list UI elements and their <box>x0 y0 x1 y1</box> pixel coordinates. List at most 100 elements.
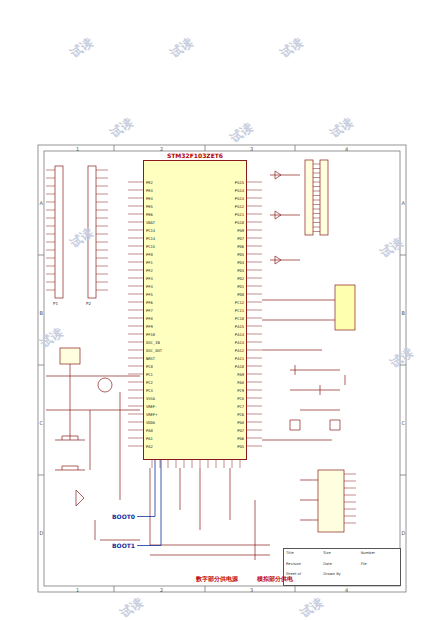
header-pin <box>96 218 108 219</box>
pin-stub <box>247 374 262 375</box>
header-pin <box>313 222 320 223</box>
pin-stub <box>160 460 161 468</box>
pin-name: PF2 <box>146 268 153 273</box>
pin-name: PD3 <box>237 268 244 273</box>
pin-stub <box>247 222 262 223</box>
pin-stub <box>128 270 143 271</box>
wire <box>137 460 155 517</box>
header-pin <box>46 218 55 219</box>
pin-name: PE6 <box>146 212 153 217</box>
pin-stub <box>247 422 262 423</box>
pin-name: PE5 <box>146 204 153 209</box>
pin-stub <box>247 294 262 295</box>
pin-name: PD0 <box>237 292 244 297</box>
watermark: 试读 <box>387 345 416 373</box>
pin-stub <box>247 366 262 367</box>
header-pin <box>96 226 108 227</box>
grid-letter: D <box>40 530 44 536</box>
pin-stub <box>128 262 143 263</box>
pin-name: PA11 <box>235 356 244 361</box>
header-pin <box>344 523 356 524</box>
pin-name: PD5 <box>237 252 244 257</box>
pin-name: PC3 <box>146 388 153 393</box>
pin-stub <box>247 350 262 351</box>
pin-name: PG14 <box>235 188 244 193</box>
pin-name: PF7 <box>146 308 153 313</box>
pin-name: PG5 <box>237 444 244 449</box>
pin-name: PG6 <box>237 436 244 441</box>
pin-stub <box>192 460 193 468</box>
pin-stub <box>247 254 262 255</box>
pin-name: PA0 <box>146 428 153 433</box>
pin-name: PA12 <box>235 348 244 353</box>
header-pin <box>96 250 108 251</box>
pin-name: PC11 <box>235 308 244 313</box>
pin-stub <box>247 230 262 231</box>
title-field: Date <box>323 562 360 573</box>
watermark: 试读 <box>67 35 96 63</box>
pin-stub <box>128 326 143 327</box>
title-field: Size <box>323 551 360 562</box>
chip-name: STM32F103ZET6 <box>144 152 246 159</box>
header-pin <box>46 282 55 283</box>
grid-letter: A <box>40 200 43 206</box>
pin-name: PC9 <box>237 388 244 393</box>
pin-stub <box>128 206 143 207</box>
grid-number: 3 <box>250 146 253 152</box>
wire <box>137 460 161 546</box>
grid-letter: A <box>402 200 405 206</box>
grid-number: 3 <box>250 587 253 593</box>
pin-name: VREF- <box>146 404 157 409</box>
pin-name: PC10 <box>235 316 244 321</box>
pin-name: PA8 <box>237 380 244 385</box>
pin-stub <box>247 262 262 263</box>
pin-stub <box>247 398 262 399</box>
pin-name: PD6 <box>237 244 244 249</box>
pin-stub <box>247 310 262 311</box>
pin-stub <box>128 422 143 423</box>
header-pin <box>96 274 108 275</box>
pin-stub <box>128 278 143 279</box>
pin-stub <box>247 438 262 439</box>
grid-letter: C <box>402 420 406 426</box>
header-pin <box>313 227 320 228</box>
watermark: 试读 <box>167 35 196 63</box>
pin-stub <box>128 398 143 399</box>
header-pin <box>313 186 320 187</box>
pin-stub <box>224 460 225 468</box>
header-pin <box>46 274 55 275</box>
header-pin <box>344 495 356 496</box>
header-pin <box>313 191 320 192</box>
header-name: P2 <box>86 301 91 306</box>
pin-name: PE3 <box>146 188 153 193</box>
pin-stub <box>128 430 143 431</box>
pin-name: PA14 <box>235 332 244 337</box>
header-name: P1 <box>53 301 58 306</box>
pin-stub <box>247 182 262 183</box>
pin-name: PG11 <box>235 212 244 217</box>
header-pin <box>46 210 55 211</box>
watermark: 试读 <box>377 235 406 263</box>
pin-name: PA10 <box>235 364 244 369</box>
header-pin <box>313 164 320 165</box>
header-pin <box>344 481 356 482</box>
pin-name: VSSA <box>146 396 155 401</box>
pin-stub <box>247 318 262 319</box>
pin-stub <box>247 406 262 407</box>
grid-number: 4 <box>345 146 348 152</box>
watermark: 试读 <box>67 225 96 253</box>
pin-stub <box>128 406 143 407</box>
grid-number: 1 <box>76 587 79 593</box>
pin-name: PC15 <box>146 244 155 249</box>
pin-stub <box>128 190 143 191</box>
pin-name: PE4 <box>146 196 153 201</box>
boot-label: BOOT0 <box>112 513 135 520</box>
pin-name: PF10 <box>146 332 155 337</box>
header-pin <box>96 194 108 195</box>
pin-stub <box>128 230 143 231</box>
title-field: Revision <box>286 562 323 573</box>
grid-number: 2 <box>160 146 163 152</box>
pin-stub <box>247 302 262 303</box>
header-pin <box>96 178 108 179</box>
pin-name: PG13 <box>235 196 244 201</box>
